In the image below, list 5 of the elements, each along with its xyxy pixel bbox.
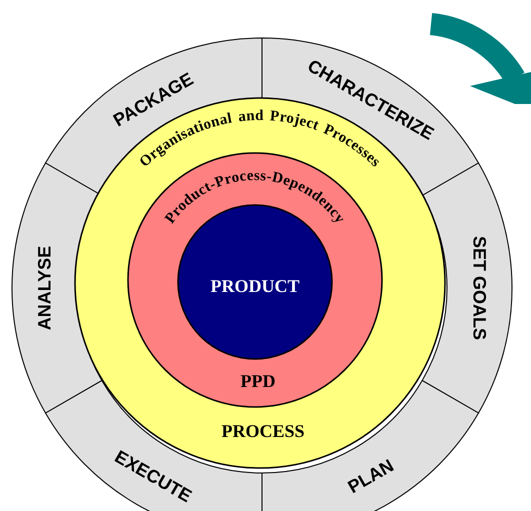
core-label: PRODUCT bbox=[210, 276, 300, 296]
layer-label: PPD bbox=[240, 371, 276, 391]
layer-label: PROCESS bbox=[221, 421, 305, 441]
phase-label: ANALYSE bbox=[34, 246, 54, 330]
phase-label: SET GOALS bbox=[470, 236, 490, 340]
